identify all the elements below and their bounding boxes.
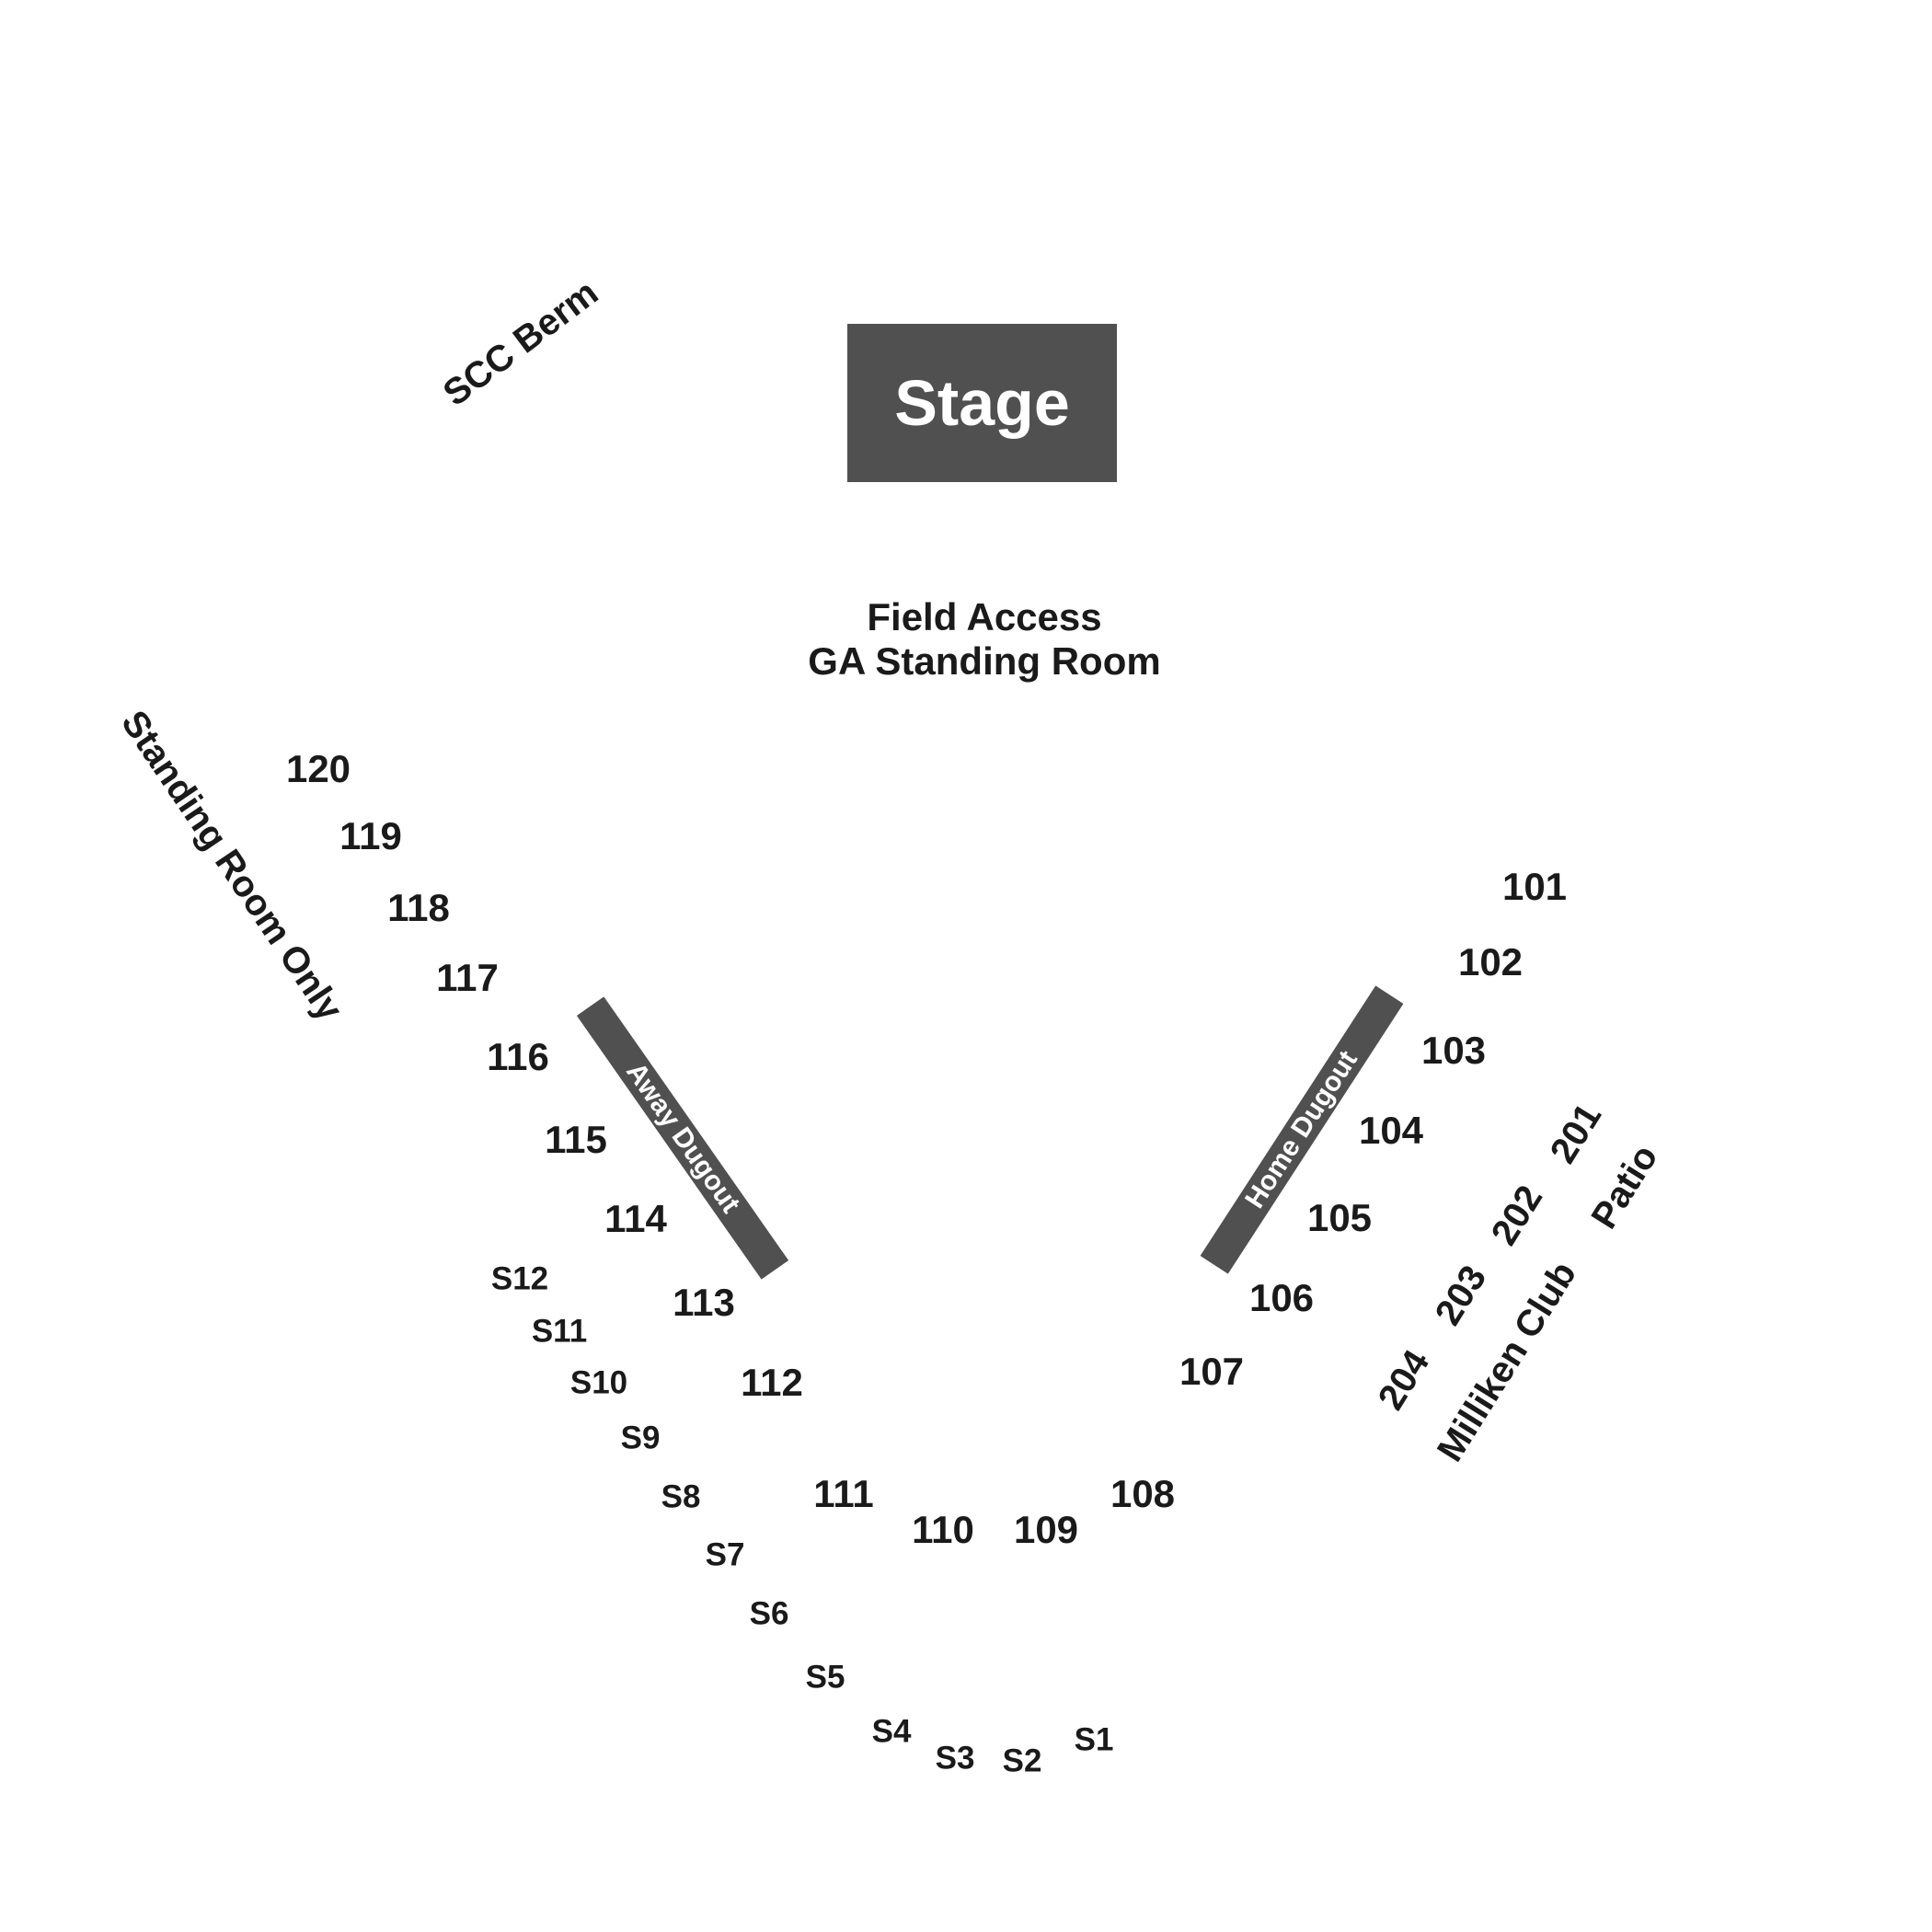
suite-s8[interactable]: S8 — [661, 1478, 701, 1515]
suite-s9[interactable]: S9 — [620, 1420, 661, 1456]
section-114[interactable]: 114 — [604, 1197, 667, 1240]
section-113[interactable]: 113 — [673, 1281, 735, 1324]
section-201[interactable]: 201 — [1542, 1097, 1610, 1170]
suite-s10[interactable]: S10 — [569, 1364, 628, 1401]
section-115[interactable]: 115 — [545, 1118, 607, 1161]
section-202[interactable]: 202 — [1483, 1179, 1551, 1252]
section-119[interactable]: 119 — [339, 814, 402, 857]
field-access-area[interactable]: Field Access GA Standing Room — [808, 595, 1160, 684]
section-111[interactable]: 111 — [813, 1472, 874, 1515]
section-101[interactable]: 101 — [1501, 865, 1568, 908]
section-103[interactable]: 103 — [1420, 1029, 1487, 1072]
suite-s5[interactable]: S5 — [805, 1659, 845, 1696]
suite-s7[interactable]: S7 — [705, 1536, 745, 1573]
section-112[interactable]: 112 — [741, 1361, 803, 1404]
section-109[interactable]: 109 — [1013, 1508, 1079, 1551]
ga-standing-room-label: GA Standing Room — [808, 639, 1161, 683]
suite-s12[interactable]: S12 — [490, 1260, 549, 1297]
section-110[interactable]: 110 — [912, 1508, 974, 1551]
section-104[interactable]: 104 — [1358, 1109, 1424, 1152]
section-108[interactable]: 108 — [1110, 1472, 1176, 1515]
section-120[interactable]: 120 — [285, 747, 351, 790]
suite-s3[interactable]: S3 — [935, 1740, 975, 1777]
stage[interactable]: Stage — [847, 324, 1117, 482]
section-106[interactable]: 106 — [1248, 1276, 1315, 1319]
suite-s1[interactable]: S1 — [1074, 1721, 1114, 1758]
suite-s6[interactable]: S6 — [749, 1595, 789, 1632]
suite-s11[interactable]: S11 — [531, 1313, 588, 1350]
home-dugout-label: Home Dugout — [1239, 1045, 1363, 1214]
section-203[interactable]: 203 — [1427, 1259, 1495, 1332]
suite-s4[interactable]: S4 — [871, 1713, 912, 1750]
scc-berm-area[interactable]: SCC Berm — [435, 271, 606, 415]
section-107[interactable]: 107 — [1179, 1350, 1245, 1393]
section-105[interactable]: 105 — [1306, 1196, 1373, 1239]
section-117[interactable]: 117 — [436, 956, 499, 999]
patio-area[interactable]: Patio — [1583, 1137, 1666, 1236]
away-dugout-label: Away Dugout — [620, 1056, 746, 1219]
stage-label: Stage — [894, 367, 1070, 439]
suite-s2[interactable]: S2 — [1002, 1742, 1042, 1779]
section-118[interactable]: 118 — [387, 886, 450, 929]
section-116[interactable]: 116 — [487, 1035, 549, 1078]
section-102[interactable]: 102 — [1457, 940, 1524, 983]
section-204[interactable]: 204 — [1370, 1343, 1438, 1417]
field-access-label: Field Access — [867, 595, 1102, 638]
